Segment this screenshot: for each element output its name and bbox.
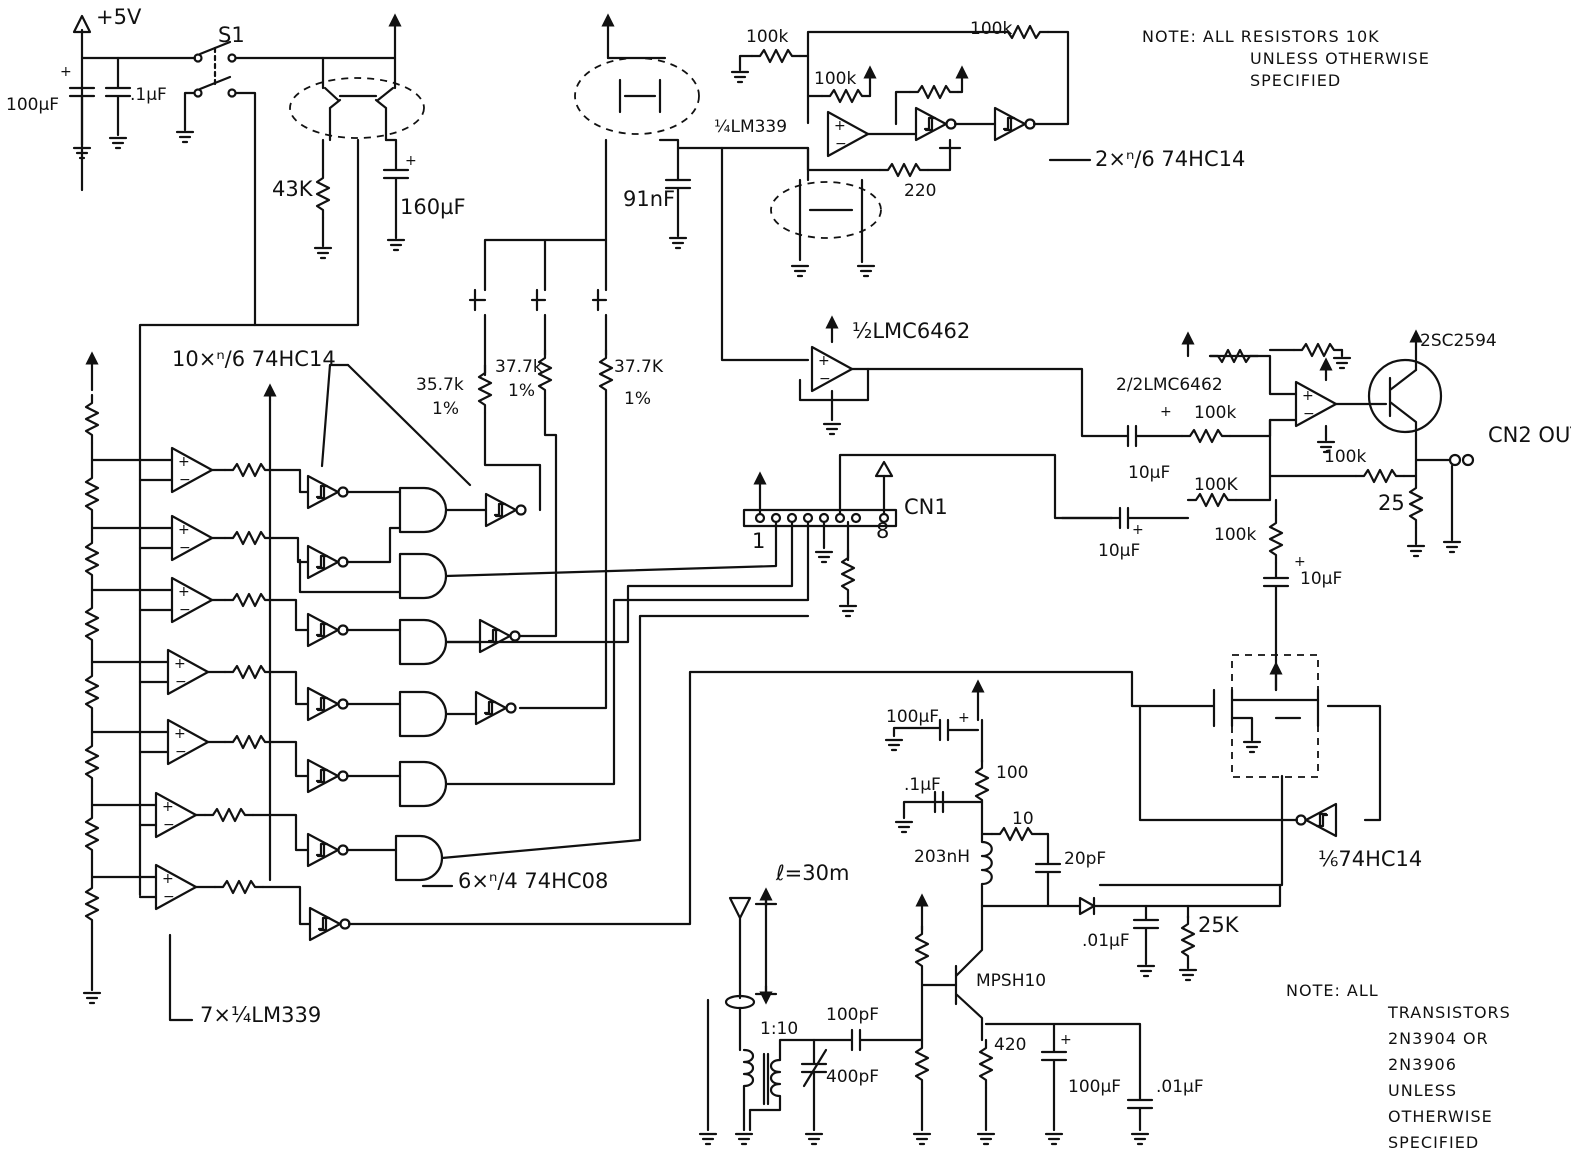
hc08-6x-label: 6×ⁿ/4 74HC08 xyxy=(458,869,608,893)
res-100k-c-label: 100k xyxy=(814,69,856,89)
note-transistors-line-5: UNLESS xyxy=(1388,1081,1457,1100)
cap-100uf-b-label: 100µF xyxy=(886,707,939,727)
cap-100uf-label: 100µF xyxy=(6,95,59,115)
transistor-2sc2594 xyxy=(1367,358,1443,434)
cap-160uf-label: 160µF xyxy=(400,195,466,219)
cap-01uf-d-label: .01µF xyxy=(1156,1077,1204,1097)
lm339-7x-label: 7×¼LM339 xyxy=(200,1003,321,1027)
res-43k-label: 43K xyxy=(272,177,314,201)
svg-text:+: + xyxy=(1060,1032,1072,1048)
svg-text:+: + xyxy=(958,710,970,726)
cap-100pf-label: 100pF xyxy=(826,1005,879,1025)
cn2-label: CN2 OUT xyxy=(1488,423,1571,447)
svg-text:+: + xyxy=(60,64,72,80)
vcc-arrow-icon xyxy=(72,14,92,34)
res-37-7k-b-tol: 1% xyxy=(624,389,651,409)
res-35-7k-label: 35.7k xyxy=(416,375,464,395)
hc14-sixth-label: ⅙74HC14 xyxy=(1318,847,1422,871)
power-section: +5V S1 + 100µF .1µF 43K xyxy=(6,5,466,897)
note-transistors-line-7: SPECIFIED xyxy=(1388,1133,1479,1152)
note-resistors-line-3: SPECIFIED xyxy=(1250,71,1341,90)
res-10-label: 10 xyxy=(1012,809,1034,829)
comparator-ladder xyxy=(82,351,277,1005)
res-37-7k-a-label: 37.7k xyxy=(495,357,543,377)
svg-text:+: + xyxy=(1160,404,1172,420)
vcc-label: +5V xyxy=(96,5,142,29)
lmc6462-2of2-label: 2/2LMC6462 xyxy=(1116,375,1223,395)
hc14-2x-label: 2×ⁿ/6 74HC14 xyxy=(1095,147,1245,171)
lm339-quarter-label: ¼LM339 xyxy=(714,117,787,137)
cap-10uf-a-label: 10µF xyxy=(1128,463,1170,483)
logic-bank: 10×ⁿ/6 74HC14 6×ⁿ/4 74HC08 xyxy=(172,347,1134,942)
res-25k-label: 25K xyxy=(1198,913,1240,937)
res-100k-d-label: 100k xyxy=(1194,403,1236,423)
note-resistors-line-1: NOTE: ALL RESISTORS 10K xyxy=(1142,27,1380,46)
note-resistors: NOTE: ALL RESISTORS 10K UNLESS OTHERWISE… xyxy=(1142,27,1430,90)
cap-01uf-label: .1µF xyxy=(130,85,167,105)
res-220-label: 220 xyxy=(904,181,936,201)
comparator-bank: 7×¼LM339 xyxy=(90,446,321,1027)
res-100k-a-label: 100k xyxy=(746,27,788,47)
mosfet-switch: ⅙74HC14 xyxy=(1098,654,1422,887)
cn1-connector: CN1 1 8 xyxy=(440,453,1122,860)
cap-10uf-c-label: 10µF xyxy=(1300,569,1342,589)
cn1-body xyxy=(742,508,898,528)
res-100k-b-label: 100k xyxy=(970,19,1012,39)
cap-01uf-c-label: .01µF xyxy=(1082,931,1130,951)
note-transistors-line-3: 2N3904 OR xyxy=(1388,1029,1489,1048)
res-37-7k-b-label: 37.7K xyxy=(614,357,664,377)
svg-text:+: + xyxy=(1132,522,1144,538)
note-transistors-line-1: NOTE: ALL xyxy=(1286,981,1379,1000)
res-100-label: 100 xyxy=(996,763,1028,783)
cap-20pf-label: 20pF xyxy=(1064,849,1106,869)
xfmr-ratio-label: 1:10 xyxy=(760,1019,798,1039)
cap-91nf-label: 91nF xyxy=(623,187,675,211)
lmc6462-half-label: ½LMC6462 xyxy=(852,319,970,343)
note-transistors-line-2: TRANSISTORS xyxy=(1387,1003,1511,1022)
svg-text:+: + xyxy=(405,153,417,169)
cn1-label: CN1 xyxy=(904,495,948,519)
svg-text:+: + xyxy=(1294,554,1306,570)
ind-203nh-label: 203nH xyxy=(914,847,970,867)
res-100k-f-label: 100k xyxy=(1324,447,1366,467)
current-mirror-outline xyxy=(289,77,425,139)
res-100k-g-label: 100k xyxy=(1214,525,1256,545)
cn1-pin8: 8 xyxy=(876,519,889,543)
note-transistors-line-6: OTHERWISE xyxy=(1388,1107,1493,1126)
res-35-7k-tol: 1% xyxy=(432,399,459,419)
rf-frontend: + 100µF 100 .1µF 10 20pF 203nH .01µF 25K… xyxy=(698,679,1282,1146)
cn1-pin1: 1 xyxy=(752,529,765,553)
hc14-10x-label: 10×ⁿ/6 74HC14 xyxy=(172,347,336,371)
res-420-label: 420 xyxy=(994,1035,1026,1055)
current-sources: 35.7k 1% 37.7k 1% 37.7K 1% xyxy=(416,238,664,710)
oscillator-section: 91nF ¼LM339 100k 100k 100k 2×ⁿ/6 74HC14 … xyxy=(574,13,1245,362)
res-25-label: 25 xyxy=(1378,491,1405,515)
note-transistors-line-4: 2N3906 xyxy=(1388,1055,1457,1074)
s1-label: S1 xyxy=(218,23,245,47)
cap-10uf-b-label: 10µF xyxy=(1098,541,1140,561)
note-resistors-line-2: UNLESS OTHERWISE xyxy=(1250,49,1430,68)
cap-400pf-label: 400pF xyxy=(826,1067,879,1087)
cap-100uf-c-label: 100µF xyxy=(1068,1077,1121,1097)
note-transistors: NOTE: ALL TRANSISTORS 2N3904 OR 2N3906 U… xyxy=(1286,981,1511,1152)
output-amp: ½LMC6462 + 100k 10µF 2/2LMC6462 2SC2594 … xyxy=(798,315,1571,662)
res-100k-e-label: 100K xyxy=(1194,475,1238,495)
mpsh10-label: MPSH10 xyxy=(976,971,1046,991)
transistor-2sc2594-label: 2SC2594 xyxy=(1420,331,1497,351)
res-37-7k-a-tol: 1% xyxy=(508,381,535,401)
discharge-mirror-outline xyxy=(770,181,882,239)
cap-01uf-b-label: .1µF xyxy=(904,775,941,795)
line-len-label: ℓ=30m xyxy=(775,861,849,885)
s1-switch xyxy=(193,40,237,98)
